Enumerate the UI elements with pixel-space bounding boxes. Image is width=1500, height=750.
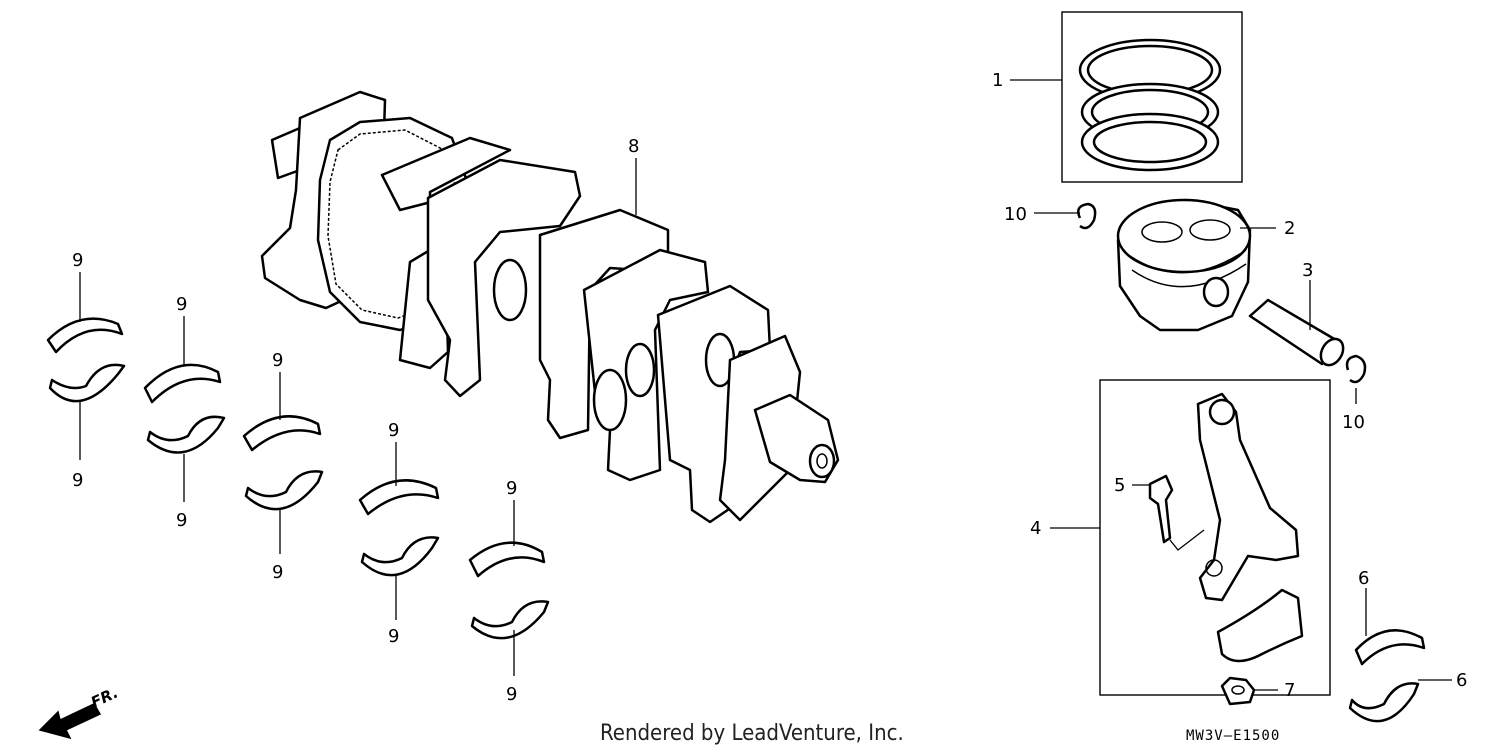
callout-10-left: 10 (1004, 204, 1027, 225)
rod-cap[interactable] (1216, 588, 1304, 663)
callout-9: 9 (388, 420, 399, 441)
piston-rings[interactable] (1078, 38, 1222, 172)
front-direction-label: FR. (88, 684, 121, 712)
rod-nut[interactable] (1220, 676, 1256, 706)
callout-9: 9 (388, 626, 399, 647)
callout-9: 9 (506, 478, 517, 499)
rod-bearing-set[interactable] (1348, 629, 1426, 723)
front-direction-arrow-icon (38, 703, 102, 740)
rod-bolt-leader (1169, 529, 1205, 551)
callout-3: 3 (1302, 260, 1313, 281)
connecting-rod-box (1099, 379, 1331, 696)
callout-8: 8 (628, 136, 639, 157)
render-credit: Rendered by LeadVenture, Inc. (600, 721, 904, 746)
crankshaft[interactable] (260, 90, 840, 524)
piston-rings-box (1061, 11, 1243, 183)
callout-5: 5 (1114, 475, 1125, 496)
callout-9: 9 (272, 350, 283, 371)
callout-9: 9 (176, 294, 187, 315)
callout-9: 9 (72, 250, 83, 271)
leader-lines (79, 79, 1452, 691)
callout-9: 9 (72, 470, 83, 491)
callout-6-lower: 6 (1456, 670, 1467, 691)
callout-2: 2 (1284, 218, 1295, 239)
callout-1: 1 (992, 70, 1003, 91)
connecting-rod[interactable] (1196, 392, 1300, 602)
callout-4: 4 (1030, 518, 1041, 539)
callout-10-right: 10 (1342, 412, 1365, 433)
piston-pin[interactable] (1248, 298, 1348, 369)
callout-7: 7 (1284, 680, 1295, 701)
callout-6-upper: 6 (1358, 568, 1369, 589)
callout-9: 9 (176, 510, 187, 531)
piston-pin-clip-left[interactable] (1077, 202, 1097, 230)
callout-9: 9 (272, 562, 283, 583)
diagram-code: MW3V—E1500 (1186, 728, 1280, 744)
piston[interactable] (1116, 198, 1252, 332)
rod-bolt[interactable] (1148, 474, 1174, 544)
callout-9: 9 (506, 684, 517, 705)
piston-pin-clip-right[interactable] (1345, 354, 1367, 384)
